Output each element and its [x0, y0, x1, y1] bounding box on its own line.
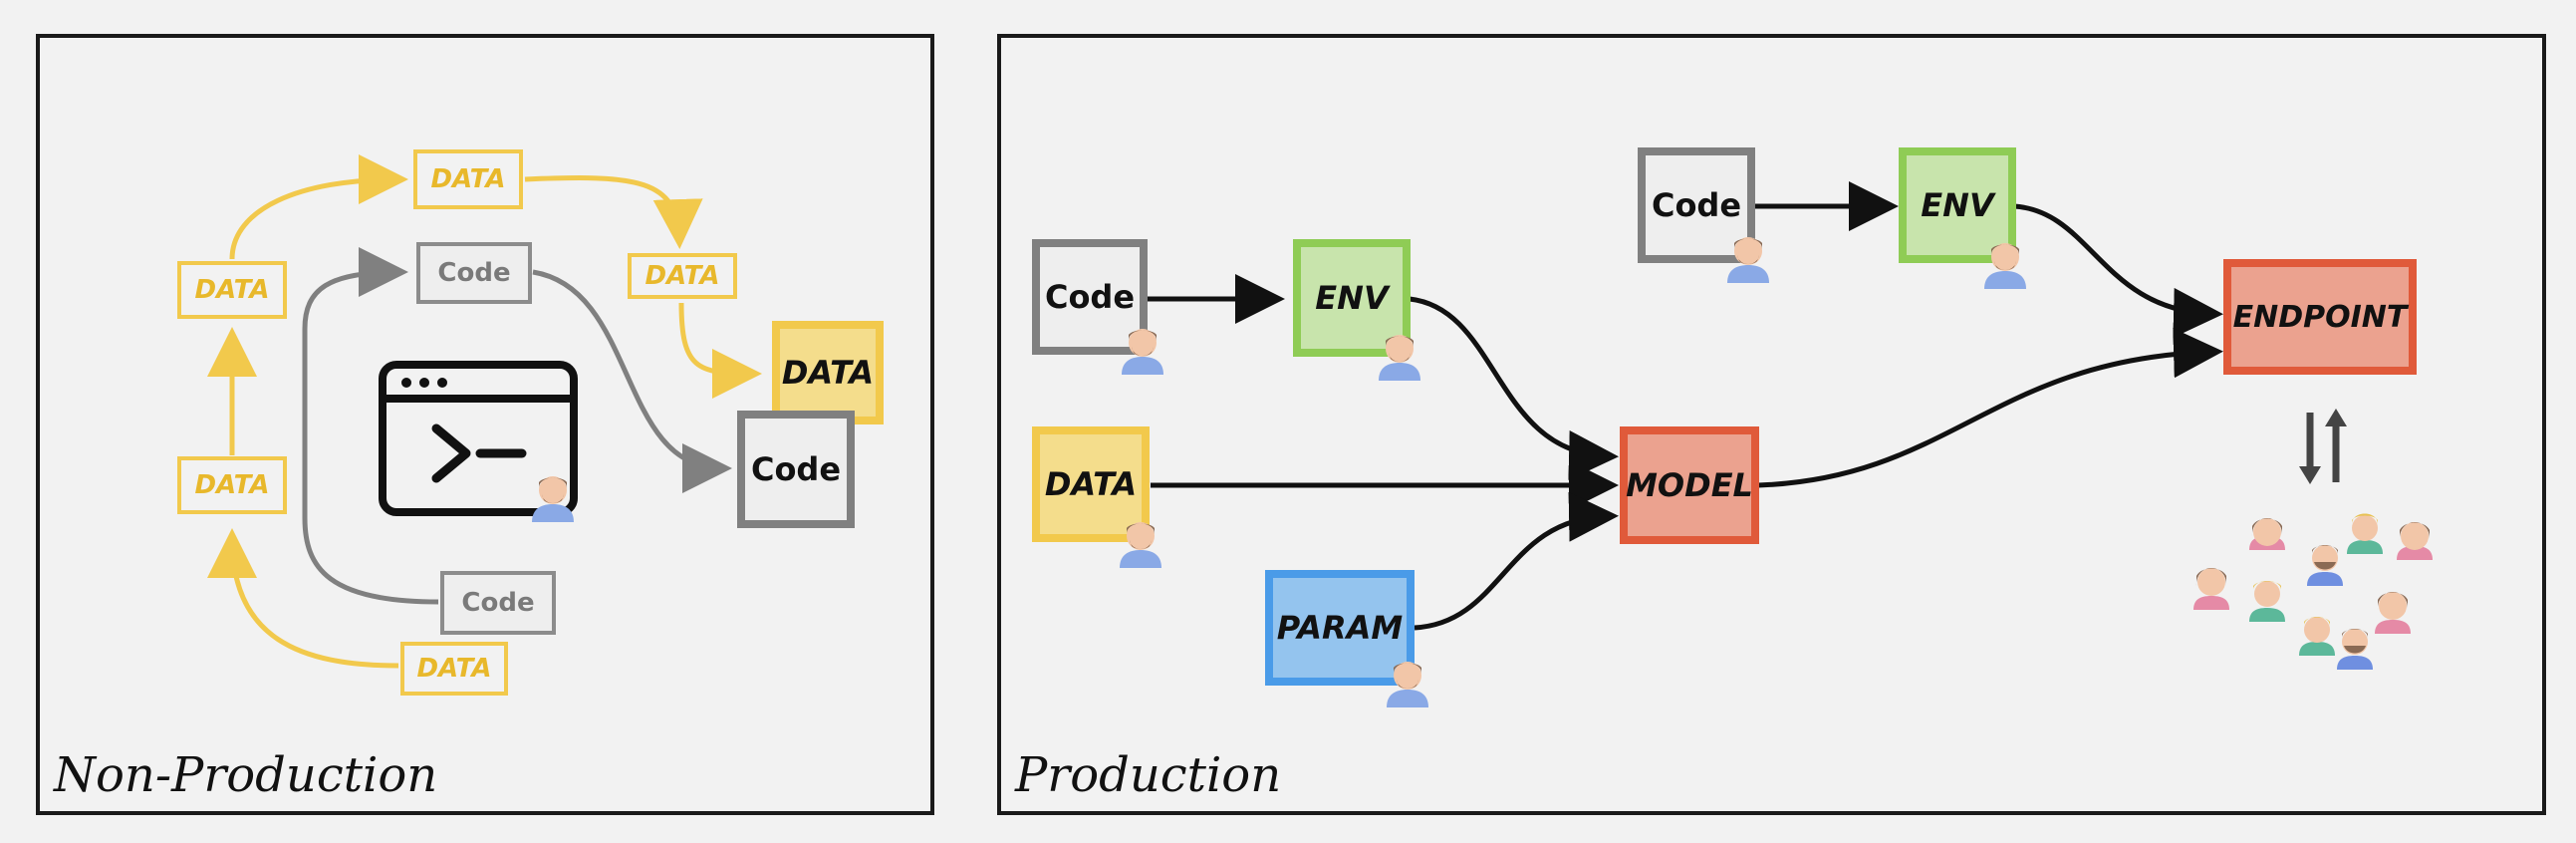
exchange-arrows-icon: [2299, 409, 2347, 484]
code-box-top: Code: [416, 242, 532, 304]
endpoint-box: ENDPOINT: [2223, 259, 2417, 375]
code-box-main: Code: [737, 411, 855, 528]
arrow-data5-to-data4: [207, 528, 399, 669]
developer-avatar-icon: [532, 476, 574, 522]
data-box-left-middle: DATA: [177, 456, 287, 514]
developer-avatar-icon: [1984, 243, 2026, 289]
arrow-data3-to-main: [678, 302, 762, 399]
code-box-left: Code: [1032, 239, 1148, 355]
production-panel: Production: [997, 34, 2546, 815]
data-box: DATA: [1032, 426, 1150, 542]
data-box-main: DATA: [772, 321, 884, 424]
data-box-right: DATA: [628, 253, 737, 299]
data-box-bottom: DATA: [400, 642, 508, 696]
data-box-left-top: DATA: [177, 261, 287, 319]
users-crowd-icon: [2193, 513, 2433, 670]
arrow-code2-to-code1: [302, 247, 439, 605]
arrow-env-to-endpoint: [2013, 203, 2223, 338]
developer-avatar-icon: [1727, 237, 1769, 283]
model-box: MODEL: [1620, 426, 1759, 544]
terminal-window-icon: [379, 361, 578, 516]
env-box-top: ENV: [1899, 147, 2016, 263]
developer-avatar-icon: [1387, 662, 1428, 707]
developer-avatar-icon: [1120, 522, 1161, 568]
arrow-model-to-endpoint: [1757, 328, 2223, 488]
arrow-code1-to-main: [532, 269, 732, 493]
data-box-top: DATA: [413, 149, 523, 209]
param-box: PARAM: [1265, 570, 1415, 686]
panel-title-non-production: Non-Production: [54, 747, 438, 803]
arrow-param-to-model: [1414, 491, 1619, 631]
arrow-data2-to-data3: [524, 175, 703, 249]
developer-avatar-icon: [1379, 335, 1420, 381]
env-box-left: ENV: [1293, 239, 1411, 357]
arrow-data1-to-data2: [229, 154, 408, 260]
code-box-top: Code: [1638, 147, 1755, 263]
developer-avatar-icon: [1122, 329, 1163, 375]
panel-title-production: Production: [1015, 747, 1282, 803]
code-box-bottom: Code: [440, 571, 556, 635]
arrow-env-to-model: [1409, 296, 1619, 480]
